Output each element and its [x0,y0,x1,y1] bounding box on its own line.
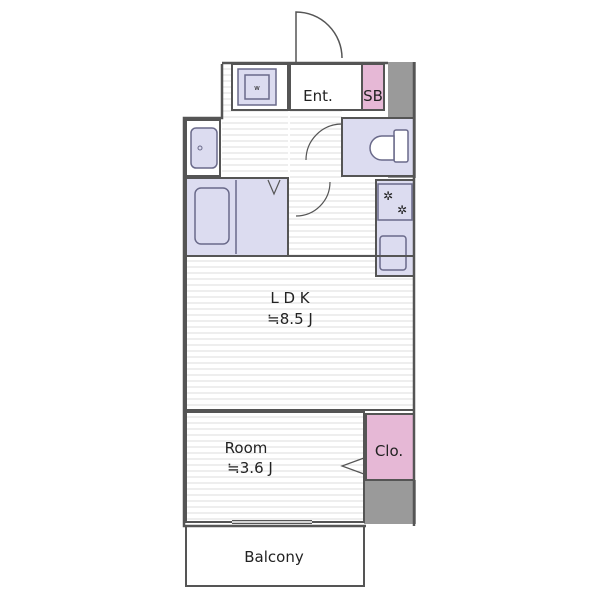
toilet-bowl [369,135,395,161]
closet-door-mark [340,457,365,475]
room-floor [186,412,364,522]
ldk-size: ≒8.5 J [267,310,313,328]
washer-label: w [254,84,260,92]
stove [377,183,413,221]
stove-burner-icon: ✲ [383,189,393,203]
outer-wall [182,62,416,528]
balcony-label: Balcony [244,548,304,566]
bath-door-mark [267,179,281,196]
corridor-floor [290,110,342,178]
closet-label: Clo. [375,442,403,460]
shoe-box-label: SB [363,87,383,105]
room-label: Room [225,439,268,457]
bathtub [194,187,230,245]
washer-drum [244,74,270,100]
basin-drain [197,145,203,151]
entry-door-swing [295,11,343,64]
ldk-door-swing [295,181,331,217]
wash-basin [190,127,218,169]
kitchen-sink [379,235,407,271]
room-size: ≒3.6 J [227,459,273,477]
outer-wall-shade-lower [364,480,416,524]
ldk-label: L D K [270,289,310,307]
toilet-tank [393,129,409,163]
closet [365,413,415,481]
entrance-label: Ent. [303,87,333,105]
toilet-door-swing [305,123,343,161]
stove-burner-icon: ✲ [397,203,407,217]
